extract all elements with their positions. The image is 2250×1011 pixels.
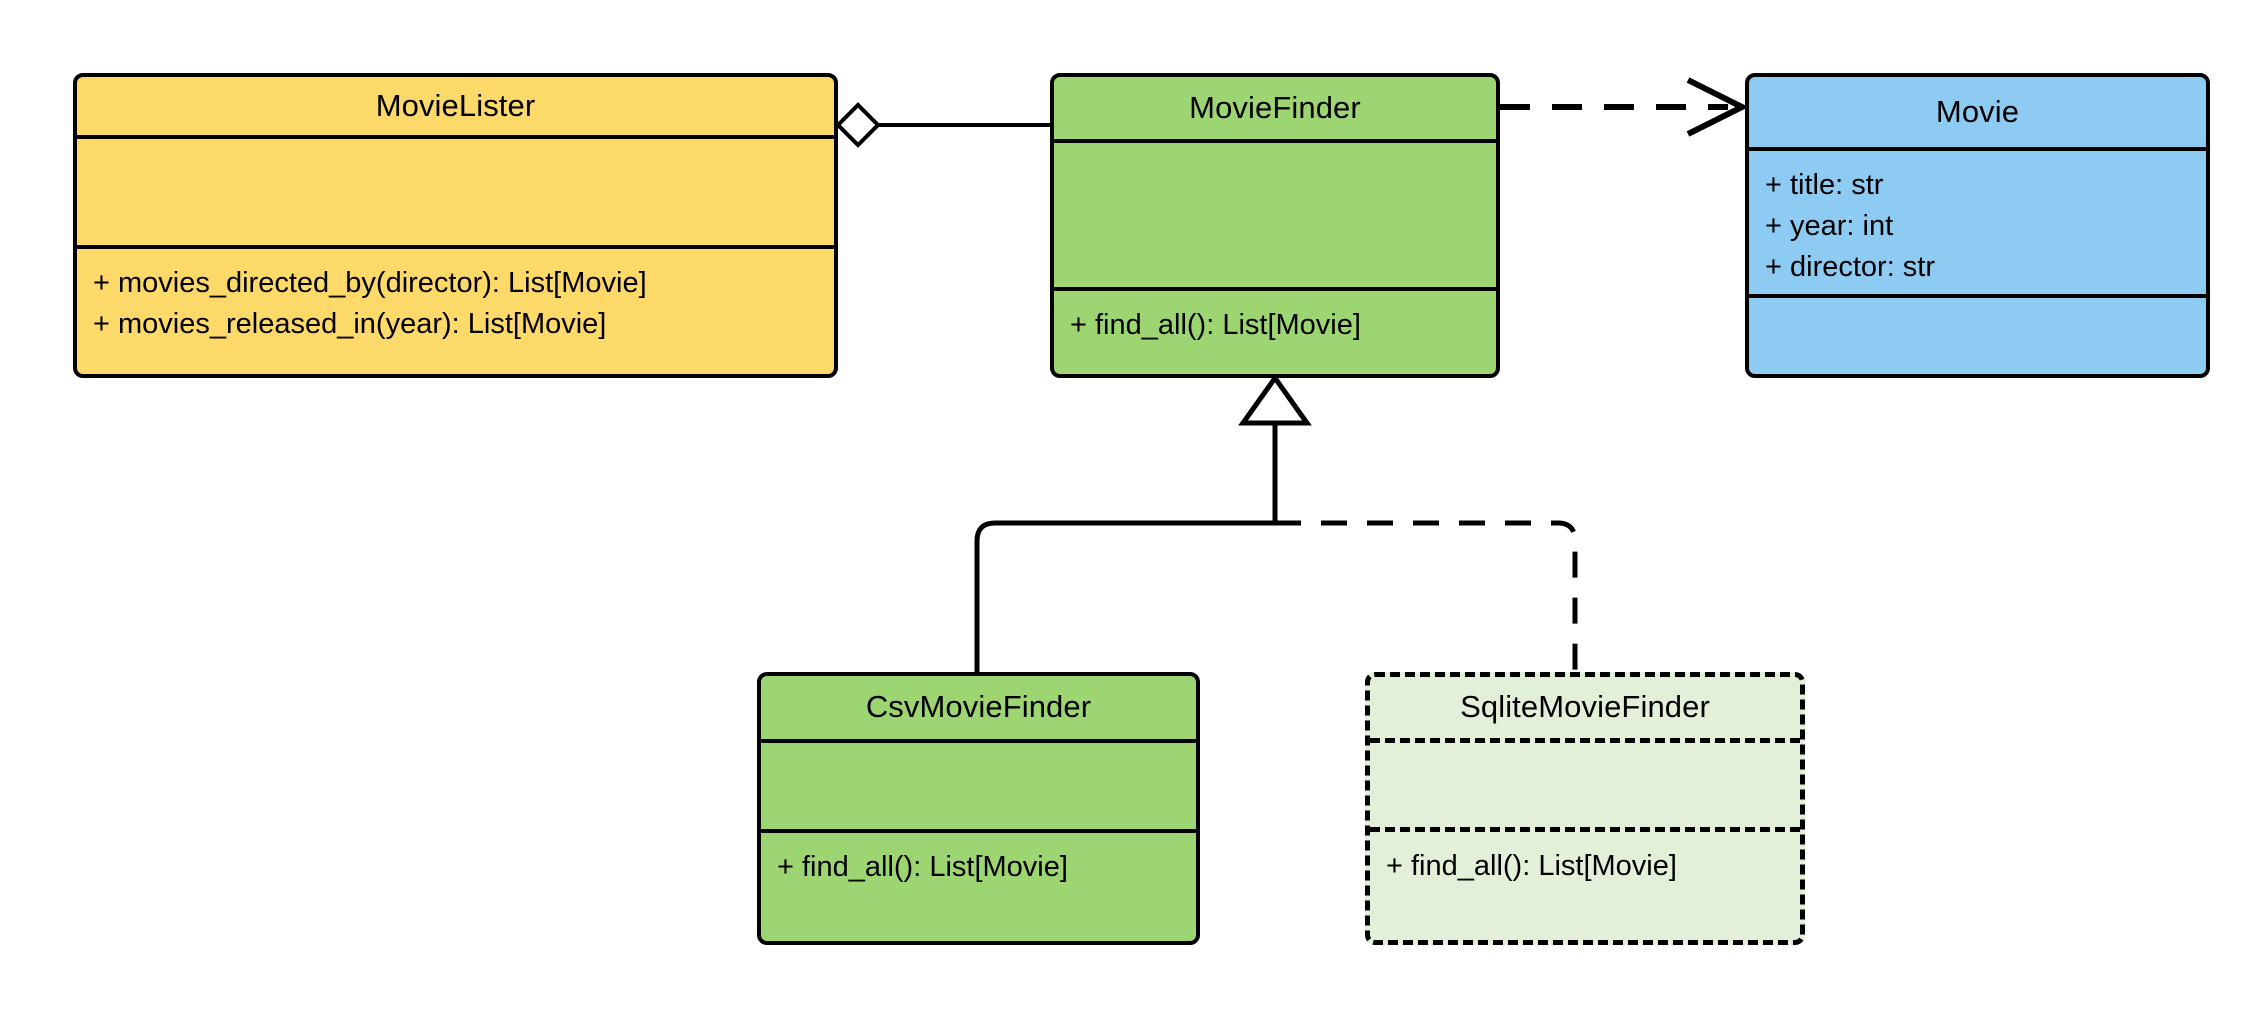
class-box-moviefinder[interactable]: MovieFinder + find_all(): List[Movie]	[1050, 73, 1500, 378]
attribute-line: + director: str	[1765, 251, 1936, 283]
class-name-movielister: MovieLister	[375, 87, 536, 123]
open-arrow-marker	[1686, 77, 1749, 137]
inheritance-csvmoviefinder-moviefinder[interactable]	[974, 520, 1275, 672]
class-attributes-movie: + title: str + year: int + director: str	[1749, 151, 2206, 298]
aggregation-movielister-moviefinder[interactable]	[835, 102, 1050, 148]
class-name-sqlitemoviefinder: SqliteMovieFinder	[1460, 689, 1710, 725]
class-attributes-csvmoviefinder	[761, 743, 1196, 833]
class-box-sqlitemoviefinder[interactable]: SqliteMovieFinder + find_all(): List[Mov…	[1365, 672, 1805, 945]
hollow-triangle-marker	[1238, 373, 1312, 426]
class-methods-sqlitemoviefinder: + find_all(): List[Movie]	[1370, 832, 1800, 940]
class-box-movielister[interactable]: MovieLister + movies_directed_by(directo…	[73, 73, 838, 378]
class-title-band: SqliteMovieFinder	[1370, 677, 1800, 743]
sqlite-inheritance-line	[1275, 520, 1578, 672]
class-title-band: CsvMovieFinder	[761, 676, 1196, 743]
method-line: + find_all(): List[Movie]	[777, 851, 1068, 883]
method-line: + find_all(): List[Movie]	[1386, 850, 1677, 882]
class-name-moviefinder: MovieFinder	[1189, 89, 1361, 125]
class-methods-moviefinder: + find_all(): List[Movie]	[1054, 291, 1496, 374]
class-methods-movie	[1749, 298, 2206, 374]
attribute-line: + title: str	[1765, 169, 1884, 201]
class-title-band: Movie	[1749, 77, 2206, 151]
dependency-moviefinder-movie[interactable]	[1500, 77, 1749, 137]
method-line: + find_all(): List[Movie]	[1070, 309, 1361, 341]
class-box-movie[interactable]: Movie + title: str + year: int + directo…	[1745, 73, 2210, 378]
class-title-band: MovieLister	[77, 77, 834, 139]
class-attributes-sqlitemoviefinder	[1370, 743, 1800, 832]
class-name-movie: Movie	[1935, 93, 2020, 129]
method-line: + movies_released_in(year): List[Movie]	[93, 308, 607, 340]
class-attributes-moviefinder	[1054, 143, 1496, 291]
class-box-csvmoviefinder[interactable]: CsvMovieFinder + find_all(): List[Movie]	[757, 672, 1200, 945]
class-methods-movielister: + movies_directed_by(director): List[Mov…	[77, 249, 834, 374]
class-title-band: MovieFinder	[1054, 77, 1496, 143]
csv-inheritance-line	[974, 520, 1275, 672]
class-name-csvmoviefinder: CsvMovieFinder	[865, 689, 1092, 725]
attribute-line: + year: int	[1765, 210, 1894, 242]
method-line: + movies_directed_by(director): List[Mov…	[93, 267, 647, 299]
generalization-trunk	[1238, 373, 1312, 523]
inheritance-sqlitemoviefinder-moviefinder[interactable]	[1275, 520, 1578, 672]
class-methods-csvmoviefinder: + find_all(): List[Movie]	[761, 833, 1196, 941]
hollow-diamond-marker	[835, 102, 881, 148]
class-attributes-movielister	[77, 139, 834, 249]
